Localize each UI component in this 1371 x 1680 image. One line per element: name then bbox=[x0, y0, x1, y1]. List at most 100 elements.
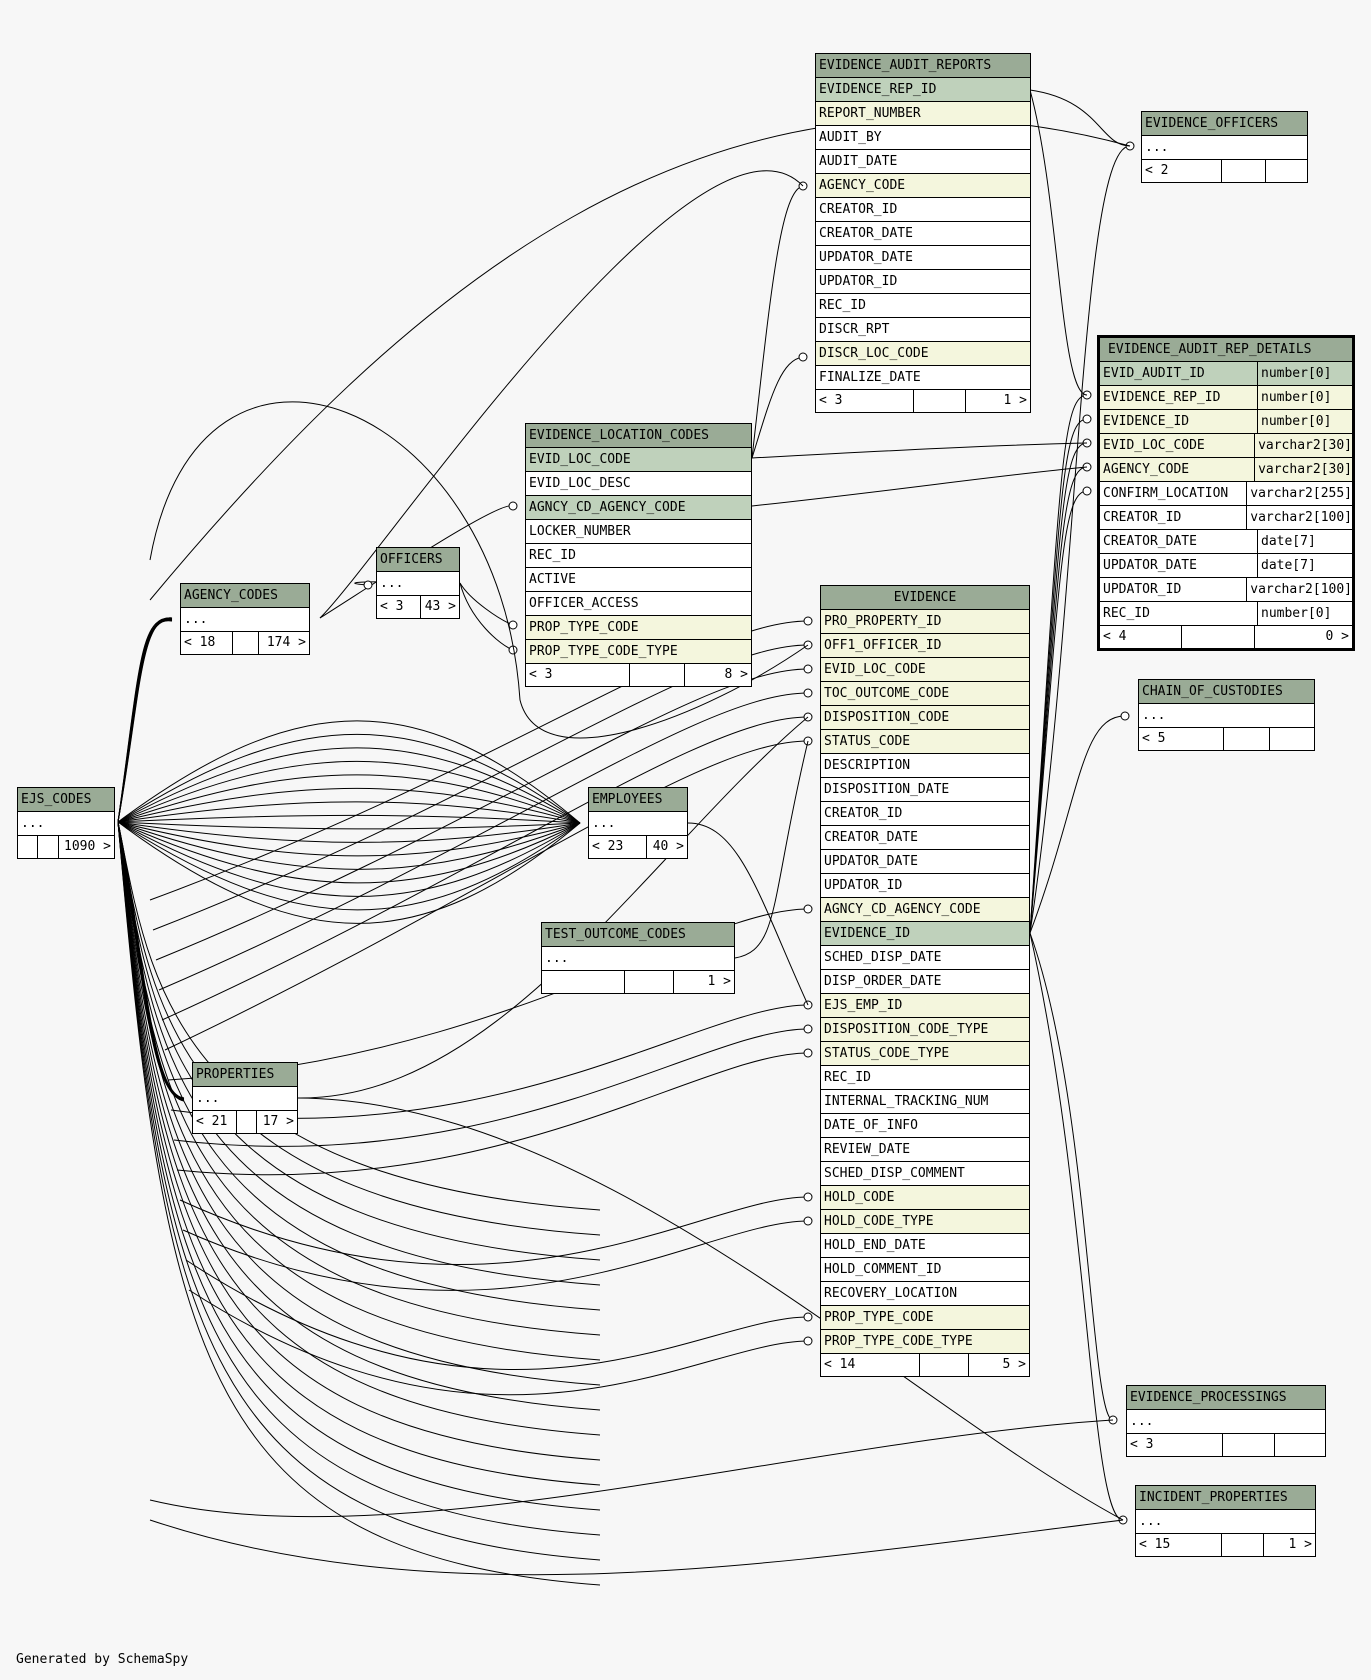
relationship-line bbox=[1029, 418, 1088, 934]
column-row: REPORT_NUMBER bbox=[816, 102, 1030, 126]
column-name: REC_ID bbox=[824, 1070, 871, 1085]
table-footer: < 15 1 > bbox=[1136, 1534, 1315, 1556]
parent-count[interactable]: < 3 bbox=[526, 664, 630, 686]
table-ejs-codes[interactable]: EJS_CODES ... 1090 > bbox=[17, 787, 115, 859]
column-row: SCHED_DISP_DATE bbox=[821, 946, 1029, 970]
table-name: EVIDENCE_AUDIT_REPORTS bbox=[816, 54, 1030, 78]
column-name: OFF1_OFFICER_ID bbox=[824, 638, 942, 653]
relationship-line bbox=[117, 619, 173, 823]
column-name: CONFIRM_LOCATION bbox=[1103, 486, 1229, 501]
column-name: DISCR_RPT bbox=[819, 322, 890, 337]
footer-cell bbox=[625, 971, 674, 993]
column-row: CREATOR_DATE bbox=[816, 222, 1030, 246]
child-count[interactable]: 1 > bbox=[1288, 1537, 1312, 1552]
child-count[interactable]: 17 > bbox=[262, 1114, 294, 1129]
footer-cell bbox=[1223, 1434, 1275, 1456]
relationship-line bbox=[1029, 89, 1131, 147]
relationship-line bbox=[117, 821, 601, 1386]
parent-count[interactable]: < 18 bbox=[181, 632, 233, 654]
table-evidence-location-codes[interactable]: EVIDENCE_LOCATION_CODES EVID_LOC_CODE EV… bbox=[525, 423, 752, 687]
parent-count[interactable] bbox=[542, 971, 625, 993]
table-chain-of-custodies[interactable]: CHAIN_OF_CUSTODIES ... < 5 bbox=[1138, 679, 1315, 751]
column-name: EJS_EMP_ID bbox=[824, 998, 903, 1013]
column-name: EVID_LOC_CODE bbox=[824, 662, 926, 677]
table-name: INCIDENT_PROPERTIES bbox=[1136, 1486, 1315, 1510]
column-row: RECOVERY_LOCATION bbox=[821, 1282, 1029, 1306]
column-row: ... bbox=[18, 812, 114, 836]
column-name: SCHED_DISP_DATE bbox=[824, 950, 942, 965]
column-name: ... bbox=[21, 816, 45, 831]
child-count[interactable]: 0 > bbox=[1325, 629, 1349, 644]
column-name: ... bbox=[380, 576, 404, 591]
child-count[interactable] bbox=[1270, 728, 1314, 750]
relationship-line bbox=[117, 618, 173, 823]
column-name: INTERNAL_TRACKING_NUM bbox=[824, 1094, 989, 1109]
parent-count[interactable]: < 14 bbox=[821, 1354, 920, 1376]
crows-foot-marker bbox=[803, 1216, 813, 1226]
column-type: varchar2[255] bbox=[1246, 482, 1352, 505]
table-name: OFFICERS bbox=[377, 548, 459, 572]
relationship-line bbox=[459, 582, 514, 651]
parent-count[interactable]: < 3 bbox=[1127, 1434, 1223, 1456]
child-count[interactable]: 1 > bbox=[1003, 393, 1027, 408]
table-evidence-processings[interactable]: EVIDENCE_PROCESSINGS ... < 3 bbox=[1126, 1385, 1326, 1457]
parent-count[interactable]: < 3 bbox=[816, 390, 914, 412]
parent-count[interactable] bbox=[18, 836, 38, 858]
crows-foot-marker bbox=[803, 688, 813, 698]
relationship-line bbox=[1029, 715, 1126, 934]
table-evidence[interactable]: EVIDENCE PRO_PROPERTY_ID OFF1_OFFICER_ID… bbox=[820, 585, 1030, 1377]
relationship-line bbox=[152, 644, 809, 931]
relationship-line bbox=[176, 1052, 809, 1176]
parent-count[interactable]: < 5 bbox=[1139, 728, 1224, 750]
child-count[interactable]: 40 > bbox=[652, 839, 684, 854]
crows-foot-marker bbox=[1082, 486, 1092, 496]
relationship-line bbox=[751, 185, 804, 459]
parent-count[interactable]: < 2 bbox=[1142, 160, 1222, 182]
crows-foot-marker bbox=[798, 352, 808, 362]
column-name: SCHED_DISP_COMMENT bbox=[824, 1166, 965, 1181]
column-name: UPDATOR_ID bbox=[1103, 582, 1182, 597]
column-type: varchar2[100] bbox=[1246, 578, 1352, 601]
column-row: HOLD_END_DATE bbox=[821, 1234, 1029, 1258]
table-evidence-audit-rep-details[interactable]: EVIDENCE_AUDIT_REP_DETAILS EVID_AUDIT_ID… bbox=[1097, 335, 1355, 651]
child-count[interactable]: 1 > bbox=[707, 974, 731, 989]
parent-count[interactable]: < 15 bbox=[1136, 1534, 1222, 1556]
column-name: CREATOR_ID bbox=[824, 806, 903, 821]
column-row: REC_ID bbox=[526, 544, 751, 568]
relationship-line bbox=[117, 821, 601, 1511]
relationship-line bbox=[155, 668, 809, 961]
column-name: HOLD_CODE bbox=[824, 1190, 895, 1205]
column-row: INTERNAL_TRACKING_NUM bbox=[821, 1090, 1029, 1114]
column-name: ... bbox=[545, 951, 569, 966]
relationship-line bbox=[117, 821, 581, 857]
column-name: AGENCY_CODE bbox=[1103, 462, 1190, 477]
footer-cell bbox=[1222, 160, 1266, 182]
table-test-outcome-codes[interactable]: TEST_OUTCOME_CODES ... 1 > bbox=[541, 922, 735, 994]
relationship-line bbox=[751, 442, 1088, 459]
child-count[interactable]: 1090 > bbox=[64, 839, 111, 854]
child-count[interactable] bbox=[1266, 160, 1307, 182]
relationship-line bbox=[297, 1097, 1124, 1521]
parent-count[interactable]: < 4 bbox=[1100, 626, 1182, 648]
parent-count[interactable]: < 23 bbox=[589, 836, 647, 858]
child-count[interactable]: 8 > bbox=[724, 667, 748, 682]
relationship-line bbox=[117, 821, 601, 1561]
table-evidence-audit-reports[interactable]: EVIDENCE_AUDIT_REPORTS EVIDENCE_REP_ID R… bbox=[815, 53, 1031, 413]
footer-cell bbox=[1222, 1534, 1264, 1556]
relationship-line bbox=[319, 170, 804, 619]
parent-count[interactable]: < 21 bbox=[193, 1111, 237, 1133]
child-count[interactable]: 43 > bbox=[424, 599, 456, 614]
child-count[interactable]: 5 > bbox=[1002, 1357, 1026, 1372]
child-count[interactable]: 174 > bbox=[266, 635, 306, 650]
column-row: EVIDENCE_ID bbox=[821, 922, 1029, 946]
child-count[interactable] bbox=[1275, 1434, 1325, 1456]
table-evidence-officers[interactable]: EVIDENCE_OFFICERS ... < 2 bbox=[1141, 111, 1308, 183]
parent-count[interactable]: < 3 bbox=[377, 596, 421, 618]
